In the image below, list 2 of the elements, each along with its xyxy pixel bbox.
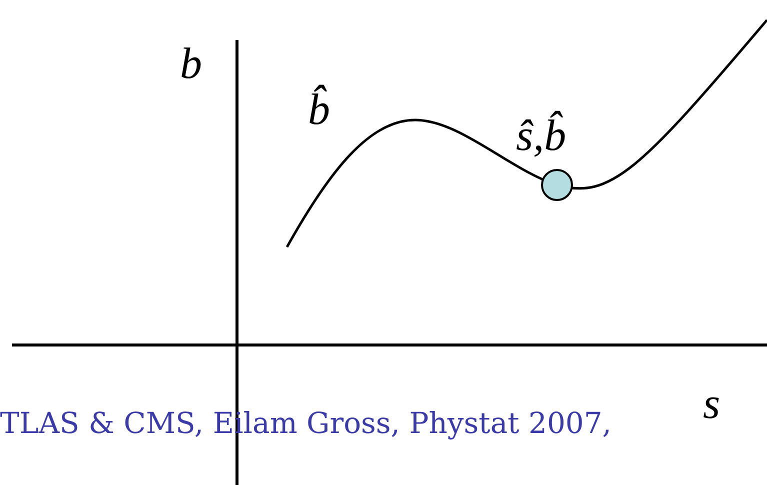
axis-label: b [180, 42, 202, 86]
axis-label: s [703, 382, 720, 426]
